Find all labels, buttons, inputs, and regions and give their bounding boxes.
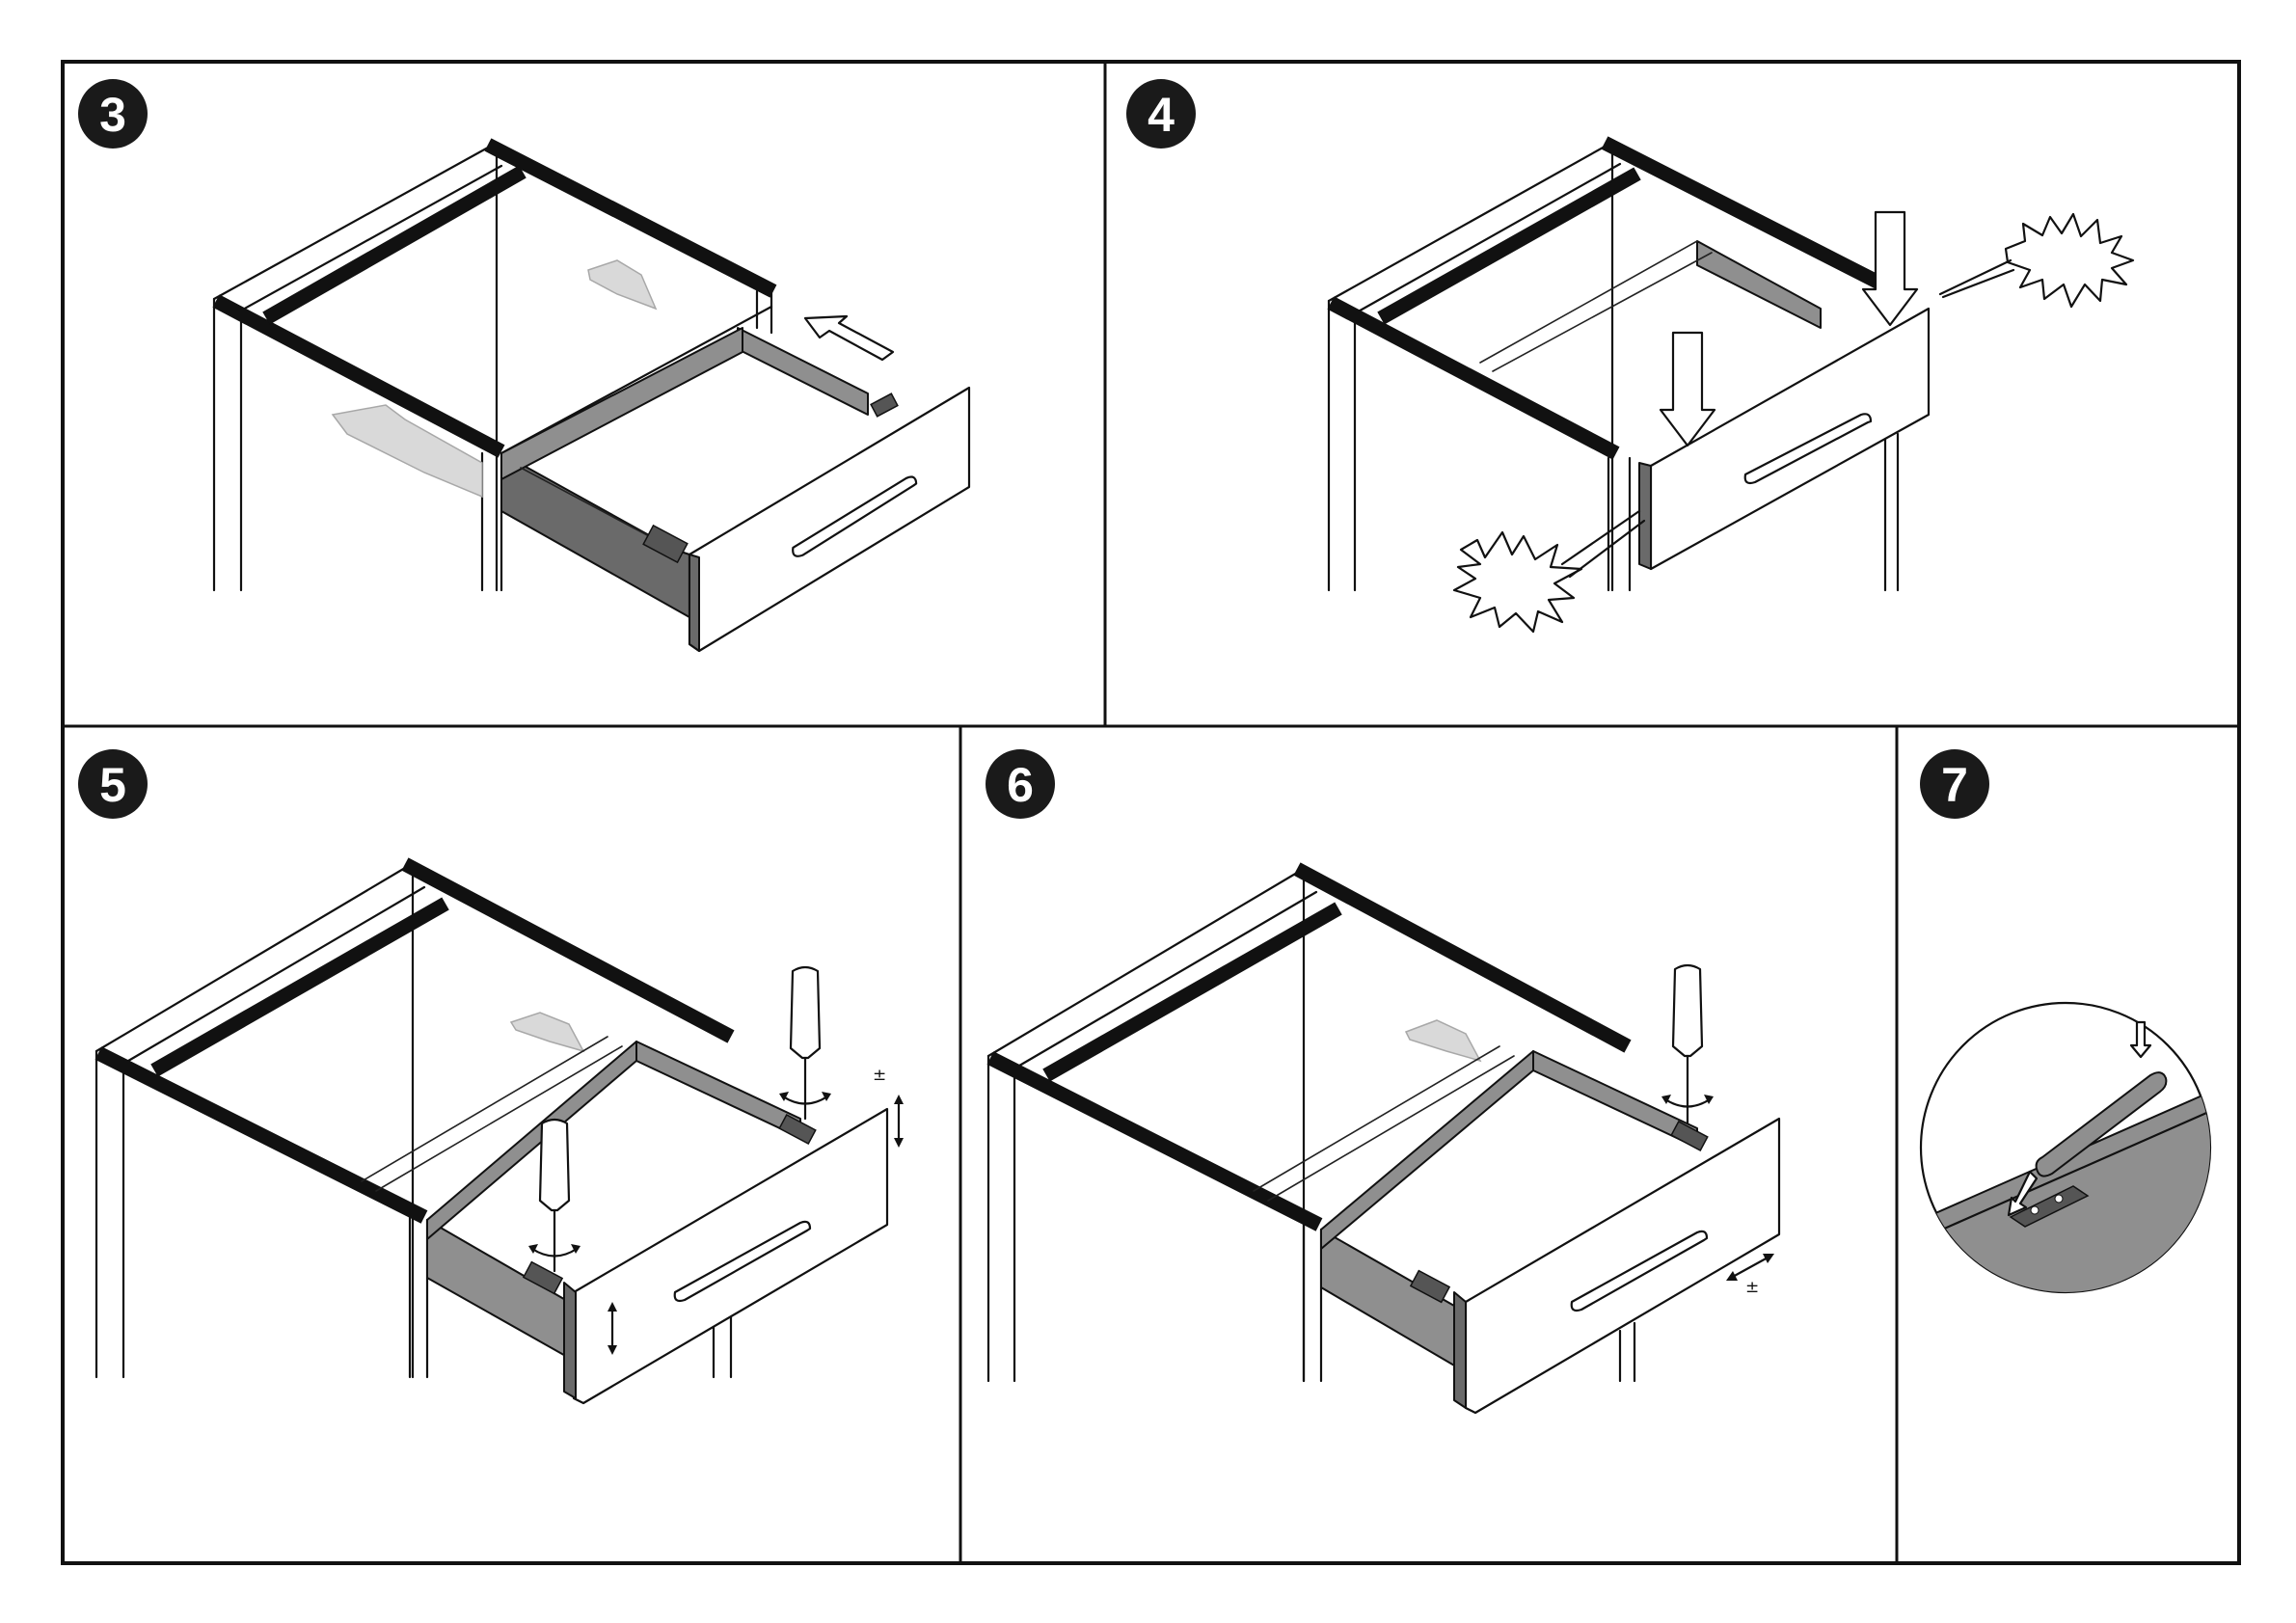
step-6-badge: 6 <box>986 749 1055 819</box>
step-3-badge: 3 <box>78 79 148 149</box>
adjust-sign-6: ± <box>1745 1278 1759 1297</box>
click-burst-icon-left <box>1454 511 1644 632</box>
press-arrow-icon-left <box>1661 333 1715 446</box>
step-3-panel: 3 <box>78 79 969 651</box>
step-7-badge: 7 <box>1920 749 1989 819</box>
step-7-panel: 7 <box>1909 749 2237 1350</box>
step-6-panel: 6 <box>986 749 1779 1413</box>
panel-frame <box>63 62 2239 1563</box>
step-6-drawer <box>1321 1051 1779 1413</box>
step-4-badge: 4 <box>1126 79 1196 149</box>
step-4-cabinet <box>1329 143 1900 590</box>
push-arrow-icon <box>805 316 893 360</box>
step-5-number: 5 <box>99 758 126 812</box>
step-4-number: 4 <box>1148 88 1175 142</box>
step-6-number: 6 <box>1007 758 1034 812</box>
press-arrow-icon-right <box>1863 212 1917 325</box>
screwdriver-icon <box>1661 965 1714 1123</box>
detail-circle <box>1909 1003 2237 1350</box>
step-7-number: 7 <box>1941 758 1968 812</box>
step-4-panel: 4 <box>1126 79 2133 632</box>
step-5-drawer <box>427 1041 887 1403</box>
step-3-drawer <box>501 328 969 651</box>
screwdriver-icon-back <box>779 967 831 1119</box>
step-3-number: 3 <box>99 88 126 142</box>
step-5-badge: 5 <box>78 749 148 819</box>
adjust-sign-5: ± <box>873 1066 886 1085</box>
click-burst-icon-right <box>1940 214 2133 307</box>
step-5-panel: 5 <box>78 749 904 1403</box>
